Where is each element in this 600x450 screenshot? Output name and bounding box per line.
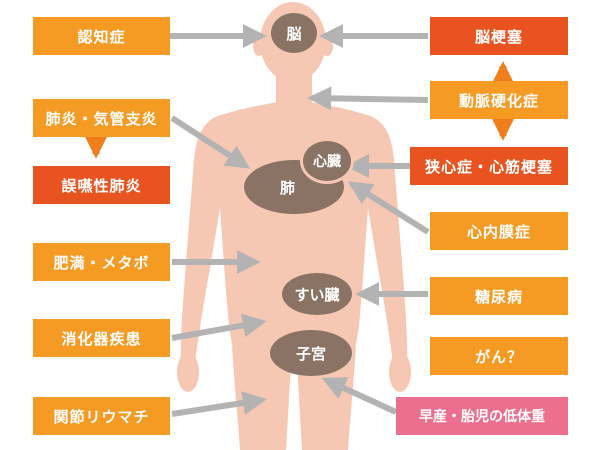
arrow-preterm-uterus <box>321 377 398 415</box>
arrow-rheumatism-body <box>171 391 267 417</box>
arrow-arteriosclerosis-body <box>307 86 429 111</box>
arrow-pneumonia-lung <box>170 115 251 169</box>
label-cancer: がん？ <box>430 337 568 375</box>
label-stroke: 脳梗塞 <box>430 17 568 55</box>
organ-pancreas: すい臓 <box>282 273 352 315</box>
label-obesity-metabo: 肥満・メタボ <box>33 243 170 281</box>
label-diabetes: 糖尿病 <box>430 277 568 315</box>
label-aspiration-pneumonia: 誤嚥性肺炎 <box>33 166 170 204</box>
organ-uterus: 子宮 <box>270 330 352 376</box>
label-dementia: 認知症 <box>33 17 170 55</box>
label-arteriosclerosis: 動脈硬化症 <box>430 81 568 119</box>
organ-brain: 脳 <box>271 13 317 53</box>
arrow-endocarditis-heart <box>347 181 430 235</box>
label-rheumatoid-arthritis: 関節リウマチ <box>33 397 170 435</box>
organ-heart: 心臓 <box>300 138 354 184</box>
label-pneumonia-bronchitis: 肺炎・気管支炎 <box>33 99 170 137</box>
label-endocarditis: 心内膜症 <box>430 212 568 250</box>
label-angina-infarction: 狭心症・心筋梗塞 <box>410 147 568 185</box>
arrow-digestive-body <box>171 313 267 341</box>
label-digestive-disease: 消化器疾患 <box>33 319 170 357</box>
label-preterm-birth: 早産・胎児の低体重 <box>396 397 568 435</box>
human-silhouette <box>177 2 411 450</box>
